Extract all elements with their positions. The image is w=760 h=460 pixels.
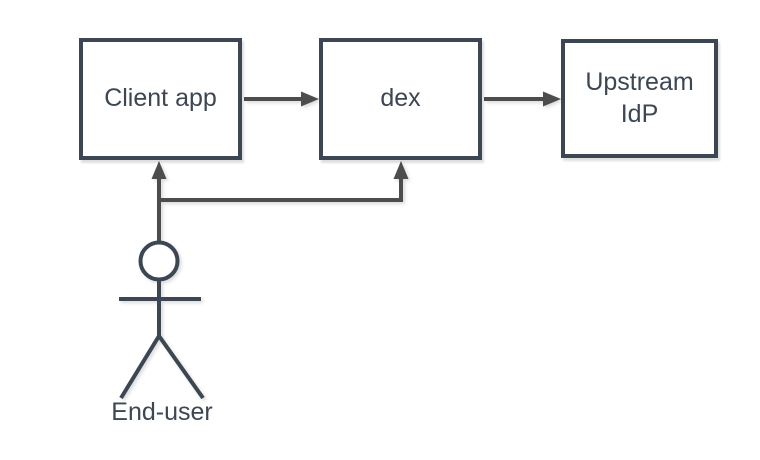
arrowhead-right-icon xyxy=(301,91,319,107)
edge-client-app-to-dex xyxy=(244,91,319,107)
node-dex-label: dex xyxy=(380,84,421,113)
node-dex: dex xyxy=(319,38,482,160)
edge-end-user-to-dex xyxy=(159,161,409,202)
node-client-app: Client app xyxy=(79,38,242,160)
stick-figure-head xyxy=(138,240,180,282)
arrowhead-up-icon xyxy=(151,161,167,179)
actor-end-user-label: End-user xyxy=(111,398,213,426)
edge-end-user-to-client-app xyxy=(151,161,167,243)
arrowhead-up-icon xyxy=(393,161,409,179)
edge-dex-to-upstream-idp xyxy=(484,91,561,107)
arrowhead-right-icon xyxy=(543,91,561,107)
stick-figure-legs xyxy=(119,332,205,400)
node-upstream-idp: Upstream IdP xyxy=(561,39,718,158)
node-client-app-label: Client app xyxy=(104,84,217,113)
edge-line xyxy=(159,179,403,202)
node-upstream-idp-label: Upstream IdP xyxy=(585,68,694,128)
stick-figure-icon xyxy=(119,240,205,400)
